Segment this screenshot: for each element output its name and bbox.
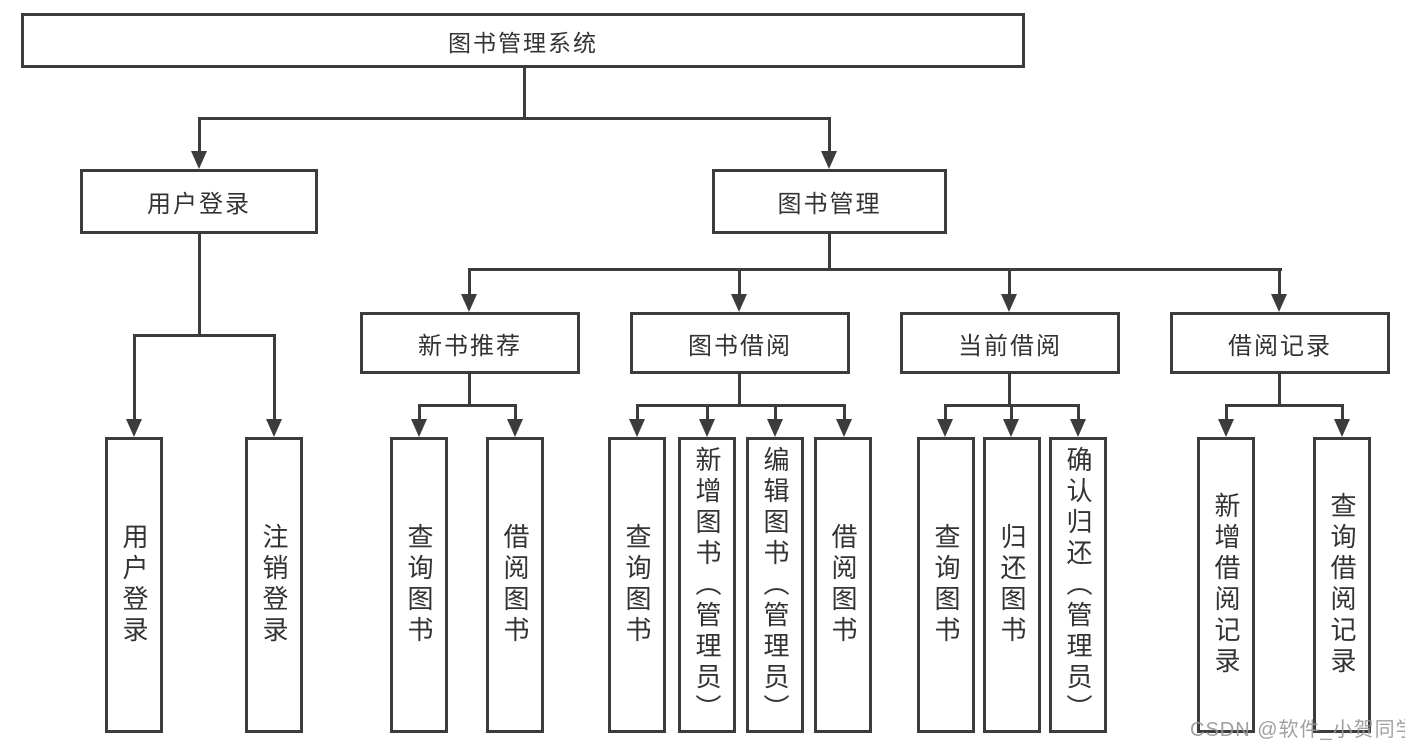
leaf-borrow-borrow-books: 借阅图书 <box>814 437 872 733</box>
connector-line <box>636 404 845 407</box>
arrow-down-icon <box>1271 294 1287 312</box>
leaf-logout: 注销登录 <box>245 437 303 733</box>
connector-line <box>418 404 421 421</box>
arrow-down-icon <box>1070 419 1086 437</box>
arrow-down-icon <box>266 419 282 437</box>
connector-line <box>1010 404 1013 421</box>
connector-line <box>774 404 777 421</box>
arrow-down-icon <box>629 419 645 437</box>
arrow-down-icon <box>821 151 837 169</box>
arrow-down-icon <box>411 419 427 437</box>
connector-line <box>828 117 831 153</box>
connector-line <box>198 117 830 120</box>
node-label: 查询图书 <box>622 523 652 647</box>
arrow-down-icon <box>1218 419 1234 437</box>
connector-line <box>198 117 201 153</box>
node-label: 图书管理系统 <box>448 29 598 56</box>
connector-line <box>828 234 831 270</box>
arrow-down-icon <box>507 419 523 437</box>
leaf-user-login: 用户登录 <box>105 437 163 733</box>
node-label: 借阅图书 <box>500 523 530 647</box>
arrow-down-icon <box>937 419 953 437</box>
connector-line <box>133 334 136 421</box>
leaf-records-query-record: 查询借阅记录 <box>1313 437 1371 733</box>
leaf-borrow-query-books: 查询图书 <box>608 437 666 733</box>
node-label: 确认归还（管理员） <box>1063 445 1093 725</box>
node-label: 查询图书 <box>404 523 434 647</box>
node-label: 查询图书 <box>931 523 961 647</box>
connector-line <box>418 404 517 407</box>
connector-line <box>738 268 741 296</box>
connector-line <box>523 68 526 117</box>
connector-line <box>273 334 276 421</box>
leaf-current-query-books: 查询图书 <box>917 437 975 733</box>
connector-line <box>468 268 1282 271</box>
node-label: 借阅记录 <box>1228 332 1332 360</box>
arrow-down-icon <box>731 294 747 312</box>
arrow-down-icon <box>1003 419 1019 437</box>
connector-line <box>468 268 471 296</box>
leaf-newbook-borrow-books: 借阅图书 <box>486 437 544 733</box>
node-label: 新增借阅记录 <box>1211 492 1241 678</box>
arrow-down-icon <box>836 419 852 437</box>
node-label: 新增图书（管理员） <box>692 445 722 725</box>
leaf-current-confirm-return-admin: 确认归还（管理员） <box>1049 437 1107 733</box>
node-label: 归还图书 <box>997 523 1027 647</box>
node-library-system: 图书管理系统 <box>21 13 1025 68</box>
node-label: 编辑图书（管理员） <box>760 445 790 725</box>
leaf-current-return-books: 归还图书 <box>983 437 1041 733</box>
connector-line <box>944 404 947 421</box>
connector-line <box>133 334 276 337</box>
node-book-management: 图书管理 <box>712 169 947 234</box>
node-new-book-recommend: 新书推荐 <box>360 312 580 374</box>
node-label: 图书借阅 <box>688 332 792 360</box>
connector-line <box>1008 268 1011 296</box>
arrow-down-icon <box>767 419 783 437</box>
node-label: 用户登录 <box>147 191 251 218</box>
watermark-csdn: CSDN @软件_小贺同学 <box>1190 719 1405 741</box>
connector-line <box>1278 374 1281 406</box>
connector-line <box>738 374 741 406</box>
arrow-down-icon <box>126 419 142 437</box>
arrow-down-icon <box>699 419 715 437</box>
node-current-borrow: 当前借阅 <box>900 312 1120 374</box>
leaf-records-add-record: 新增借阅记录 <box>1197 437 1255 733</box>
arrow-down-icon <box>1334 419 1350 437</box>
leaf-newbook-query-books: 查询图书 <box>390 437 448 733</box>
connector-line <box>1225 404 1228 421</box>
connector-line <box>1008 374 1011 406</box>
connector-line <box>706 404 709 421</box>
node-label: 新书推荐 <box>418 332 522 360</box>
connector-line <box>1225 404 1343 407</box>
arrow-down-icon <box>1001 294 1017 312</box>
connector-line <box>514 404 517 421</box>
connector-line <box>1077 404 1080 421</box>
node-label: 注销登录 <box>259 523 289 647</box>
connector-line <box>468 374 471 406</box>
arrow-down-icon <box>461 294 477 312</box>
node-label: 用户登录 <box>119 523 149 647</box>
node-borrow-records: 借阅记录 <box>1170 312 1390 374</box>
leaf-borrow-add-books-admin: 新增图书（管理员） <box>678 437 736 733</box>
connector-line <box>198 234 201 336</box>
connector-line <box>1341 404 1344 421</box>
node-label: 图书管理 <box>777 191 882 218</box>
node-label: 借阅图书 <box>828 523 858 647</box>
connector-line <box>843 404 846 421</box>
arrow-down-icon <box>191 151 207 169</box>
leaf-borrow-edit-books-admin: 编辑图书（管理员） <box>746 437 804 733</box>
node-label: 当前借阅 <box>958 332 1062 360</box>
connector-line <box>1278 268 1281 296</box>
connector-line <box>636 404 639 421</box>
node-user-login: 用户登录 <box>80 169 318 234</box>
node-book-borrow: 图书借阅 <box>630 312 850 374</box>
node-label: 查询借阅记录 <box>1327 492 1357 678</box>
